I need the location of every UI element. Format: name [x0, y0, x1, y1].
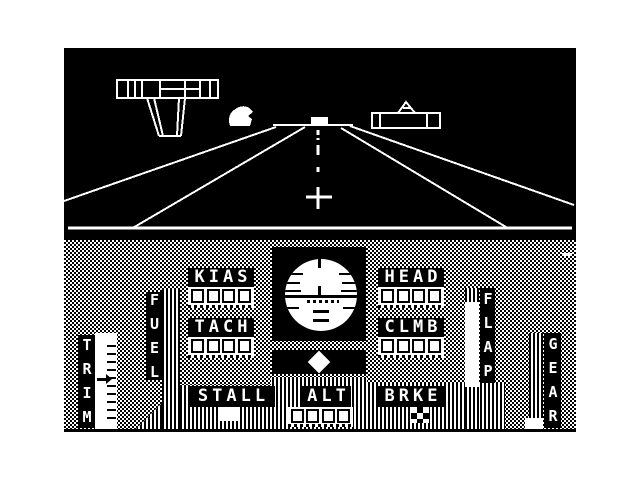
control-tower — [116, 79, 219, 137]
alt-readout — [288, 407, 353, 427]
ah-top-tick — [318, 259, 321, 268]
alt-digit — [321, 408, 335, 423]
ah-dotted-line — [307, 300, 339, 303]
brake-indicator-checker-icon — [411, 407, 429, 423]
stall-indicator-light — [220, 407, 238, 421]
kias-readout — [188, 287, 254, 308]
trim-gauge — [95, 333, 117, 429]
tach-digit — [206, 339, 220, 353]
clmb-digit — [412, 339, 426, 353]
hangar-building — [371, 100, 441, 129]
head-digit — [412, 289, 426, 303]
tach-digit — [190, 339, 204, 353]
kias-digit — [190, 289, 204, 303]
ah-side-mark — [285, 290, 301, 292]
ah-side-mark — [286, 282, 300, 284]
alt-digit — [290, 408, 304, 423]
trim-pointer-arrow-icon — [106, 374, 112, 384]
ah-pitch-dash — [313, 310, 329, 313]
trim-gauge-ticks — [107, 345, 116, 424]
fuel-gauge-label: FUEL — [145, 290, 164, 387]
ah-center-tick — [318, 286, 321, 296]
ah-side-mark — [343, 307, 355, 309]
runway-inner-left-line — [130, 126, 306, 230]
game-screen[interactable]: TRIM FUEL KIAS TACH — [64, 48, 576, 432]
ah-side-mark — [342, 282, 356, 284]
head-digit — [428, 289, 442, 303]
runway-right-edge-line — [349, 125, 575, 206]
artificial-horizon — [272, 247, 366, 341]
clmb-label: CLMB — [378, 318, 444, 337]
head-digit — [396, 289, 410, 303]
head-label: HEAD — [378, 268, 444, 287]
hill — [228, 106, 253, 126]
tach-digit — [222, 339, 236, 353]
flap-gauge-filled-segment — [465, 288, 479, 302]
gear-gauge-label: GEAR — [544, 333, 562, 431]
clmb-digit — [428, 339, 442, 353]
ah-side-mark — [287, 307, 299, 309]
ah-side-mark — [341, 290, 357, 292]
runway-end-marker — [311, 117, 328, 125]
ah-side-mark — [339, 273, 351, 275]
clmb-digit — [396, 339, 410, 353]
flap-gauge-lower-stripes — [465, 387, 479, 429]
head-digit — [380, 289, 394, 303]
tach-digit — [238, 339, 252, 353]
head-readout — [378, 287, 444, 308]
kias-digit — [238, 289, 252, 303]
panel-bottom-border — [64, 429, 576, 432]
panel-artifact-dash — [562, 253, 572, 256]
fuel-gauge-bar — [162, 288, 180, 429]
flap-gauge-bar — [465, 302, 479, 387]
flap-gauge-label: FLAP — [479, 288, 497, 386]
turn-indicator-strip — [272, 350, 366, 374]
alt-digit — [337, 408, 351, 423]
stall-label: STALL — [188, 386, 275, 407]
aiming-cross-icon — [306, 187, 332, 209]
alt-label: ALT — [302, 386, 351, 407]
tach-label: TACH — [188, 318, 254, 337]
gear-gauge-bar — [529, 333, 543, 418]
ah-side-mark — [291, 273, 303, 275]
tach-readout — [188, 337, 254, 358]
ah-pitch-dash — [313, 319, 329, 322]
trim-gauge-label: TRIM — [78, 335, 96, 432]
brke-label: BRKE — [378, 386, 444, 407]
clmb-digit — [380, 339, 394, 353]
artificial-horizon-ball-icon — [285, 259, 357, 331]
runway-left-edge-line — [64, 126, 277, 202]
alt-digit — [306, 408, 320, 423]
clmb-readout — [378, 337, 444, 358]
kias-digit — [206, 289, 220, 303]
gear-indicator-light — [525, 418, 543, 429]
runway-inner-right-line — [340, 127, 507, 228]
ah-horizon-bar — [285, 295, 357, 298]
kias-label: KIAS — [188, 268, 254, 287]
turn-indicator-diamond-icon — [307, 350, 331, 374]
instrument-panel: TRIM FUEL KIAS TACH — [64, 240, 576, 432]
trim-pointer — [97, 378, 106, 381]
scenery-3d-view — [64, 79, 575, 230]
kias-digit — [222, 289, 236, 303]
